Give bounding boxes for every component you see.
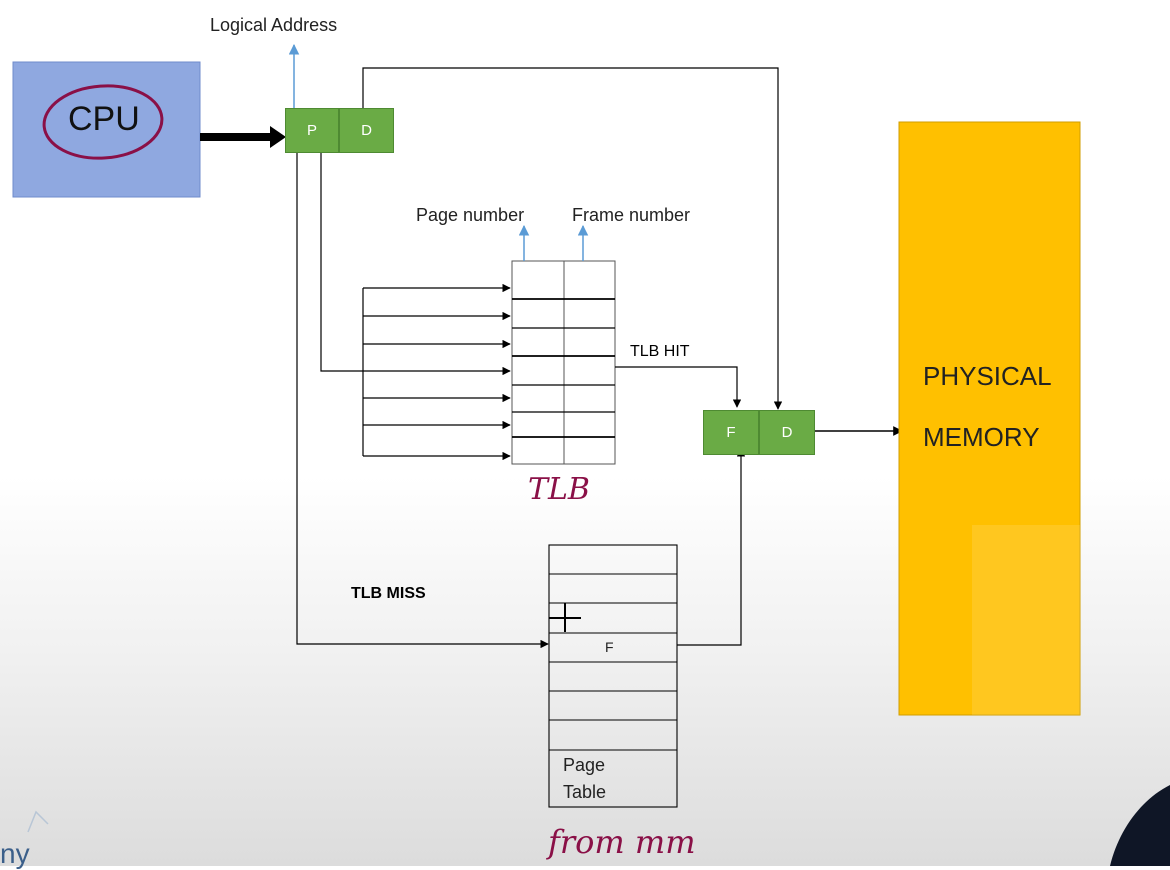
tlb-miss-label: TLB MISS	[351, 585, 426, 602]
physical-frame-field: F	[703, 410, 759, 455]
logical-offset-field: D	[339, 108, 394, 153]
tlb-hit-path	[615, 366, 742, 408]
tlb-handwritten-label: TLB	[528, 472, 590, 507]
physical-offset-field: D	[759, 410, 815, 455]
corner-logo-text: ny	[0, 838, 30, 869]
offset-path	[362, 67, 783, 410]
page-table-label-line2: Table	[563, 782, 607, 802]
presenter-silhouette	[1110, 785, 1170, 866]
memory-glare	[972, 525, 1080, 715]
cpu-handwritten-circle	[42, 84, 164, 160]
mouse-cursor-crosshair	[549, 603, 581, 632]
logical-page-field: P	[285, 108, 339, 153]
physical-memory-label-line1: PHYSICAL	[923, 361, 1052, 391]
page-table-to-frame-path	[677, 448, 746, 646]
logo-fragment	[27, 810, 49, 833]
page-table	[548, 544, 678, 808]
cpu-label: CPU	[68, 100, 140, 138]
page-number-label: Page number	[416, 205, 525, 225]
tlb-hit-label: TLB HIT	[630, 343, 690, 360]
physical-memory-box	[898, 121, 1081, 716]
page-table-frame-entry: F	[605, 639, 614, 655]
cpu-arrowhead	[270, 126, 286, 148]
physical-memory-label-line2: MEMORY	[923, 422, 1040, 452]
logical-address-label: Logical Address	[210, 15, 338, 35]
tlb-table	[511, 260, 616, 465]
frame-number-label: Frame number	[572, 205, 691, 225]
page-to-tlb-path	[320, 153, 363, 372]
page-table-label-line1: Page	[563, 755, 606, 775]
tlb-miss-path	[296, 153, 549, 649]
from-mm-handwritten-label: from mm	[548, 823, 696, 861]
tlb-compare-lines	[362, 283, 511, 461]
